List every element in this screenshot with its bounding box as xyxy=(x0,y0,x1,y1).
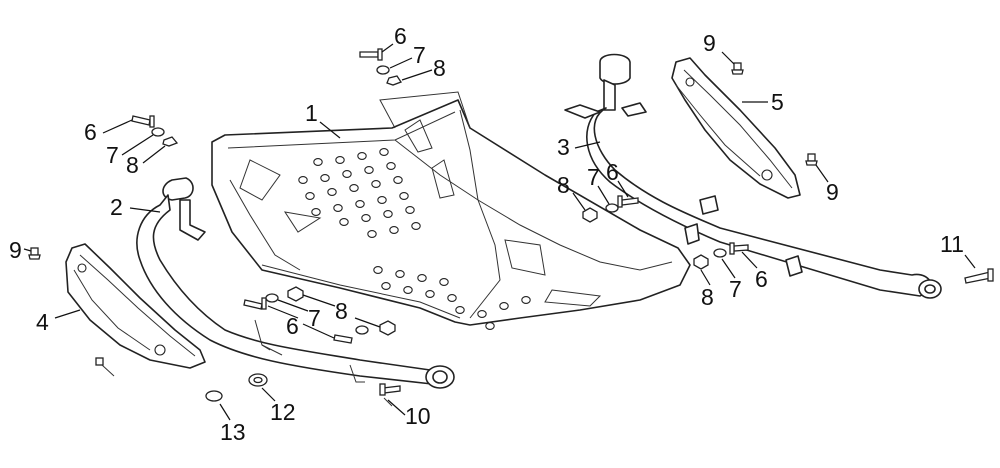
left-tube-bracket-part xyxy=(136,177,455,389)
skid-plate-hole xyxy=(383,210,393,218)
left-guard-part xyxy=(65,243,206,369)
callout-7-lower-center: 7 xyxy=(308,305,321,331)
right-guard-part xyxy=(671,57,801,199)
skid-plate-hole xyxy=(455,306,465,314)
skid-plate-hole xyxy=(411,222,421,230)
screw-9-right xyxy=(805,153,818,166)
screw-9-top xyxy=(731,62,744,75)
hardware-group-lower-right xyxy=(693,242,749,270)
skid-plate-hole xyxy=(364,166,374,174)
skid-plate-hole xyxy=(367,230,377,238)
callout-3: 3 xyxy=(557,134,570,160)
callout-8-lower-right: 8 xyxy=(701,284,714,310)
callout-11: 11 xyxy=(940,231,964,257)
skid-plate-part xyxy=(211,91,691,330)
screw-lower-left xyxy=(95,357,115,377)
skid-plate-hole xyxy=(403,286,413,294)
hardware-group-center-right xyxy=(582,195,639,223)
skid-plate-hole xyxy=(342,170,352,178)
callout-5: 5 xyxy=(771,89,784,115)
skid-plate-hole xyxy=(335,156,345,164)
washer-12 xyxy=(248,373,268,387)
bolt-11 xyxy=(964,268,994,284)
callout-8-top: 8 xyxy=(433,55,446,81)
callout-9-left: 9 xyxy=(9,237,22,263)
skid-plate-hole xyxy=(327,188,337,196)
callout-6-center-right: 6 xyxy=(606,159,619,185)
callout-2: 2 xyxy=(110,194,123,220)
skid-plate-hole xyxy=(425,290,435,298)
skid-plate-hole xyxy=(379,148,389,156)
callout-7-top: 7 xyxy=(413,42,426,68)
hardware-group-lower-center xyxy=(243,286,396,344)
hardware-group-top xyxy=(359,48,402,86)
screw-10 xyxy=(379,383,401,407)
skid-plate-hole xyxy=(485,322,495,330)
screw-9-left xyxy=(28,247,41,260)
right-tube-bracket-part xyxy=(564,53,942,299)
callout-9-top: 9 xyxy=(703,30,716,56)
skid-plate-hole xyxy=(355,200,365,208)
skid-plate-hole xyxy=(298,176,308,184)
skid-plate-hole xyxy=(521,296,531,304)
skid-plate-hole xyxy=(349,184,359,192)
callout-13: 13 xyxy=(220,419,246,445)
callout-7-left: 7 xyxy=(106,142,119,168)
callout-12: 12 xyxy=(270,399,296,425)
callout-9-right: 9 xyxy=(826,179,839,205)
hardware-group-left xyxy=(131,115,179,147)
skid-plate-hole xyxy=(333,204,343,212)
skid-plate-hole xyxy=(311,208,321,216)
skid-plate-hole xyxy=(405,206,415,214)
skid-plate-hole xyxy=(377,196,387,204)
skid-plate-hole xyxy=(361,214,371,222)
skid-plate-hole xyxy=(499,302,509,310)
callout-4: 4 xyxy=(36,309,49,335)
callout-6-top: 6 xyxy=(394,23,407,49)
skid-plate-hole xyxy=(386,162,396,170)
skid-plate-hole xyxy=(305,192,315,200)
skid-plate-hole xyxy=(395,270,405,278)
callout-8-left: 8 xyxy=(126,152,139,178)
skid-plate-hole xyxy=(339,218,349,226)
callout-10: 10 xyxy=(405,403,431,429)
washer-13 xyxy=(205,390,223,402)
skid-plate-hole xyxy=(399,192,409,200)
skid-plate-hole xyxy=(357,152,367,160)
skid-plate-hole xyxy=(447,294,457,302)
callout-8-lower-center: 8 xyxy=(335,298,348,324)
callout-1: 1 xyxy=(305,100,318,126)
skid-plate-hole xyxy=(389,226,399,234)
skid-plate-hole xyxy=(417,274,427,282)
skid-plate-hole xyxy=(381,282,391,290)
skid-plate-hole xyxy=(373,266,383,274)
skid-plate-hole xyxy=(439,278,449,286)
callout-8-center-right: 8 xyxy=(557,172,570,198)
callout-6-left: 6 xyxy=(84,119,97,145)
callout-7-lower-right: 7 xyxy=(729,276,742,302)
skid-plate-hole xyxy=(313,158,323,166)
callout-6-lower-center: 6 xyxy=(286,313,299,339)
callout-7-center-right: 7 xyxy=(587,164,600,190)
skid-plate-hole xyxy=(320,174,330,182)
skid-plate-hole xyxy=(371,180,381,188)
skid-plate-hole xyxy=(477,310,487,318)
callout-6-lower-right: 6 xyxy=(755,266,768,292)
skid-plate-hole xyxy=(393,176,403,184)
